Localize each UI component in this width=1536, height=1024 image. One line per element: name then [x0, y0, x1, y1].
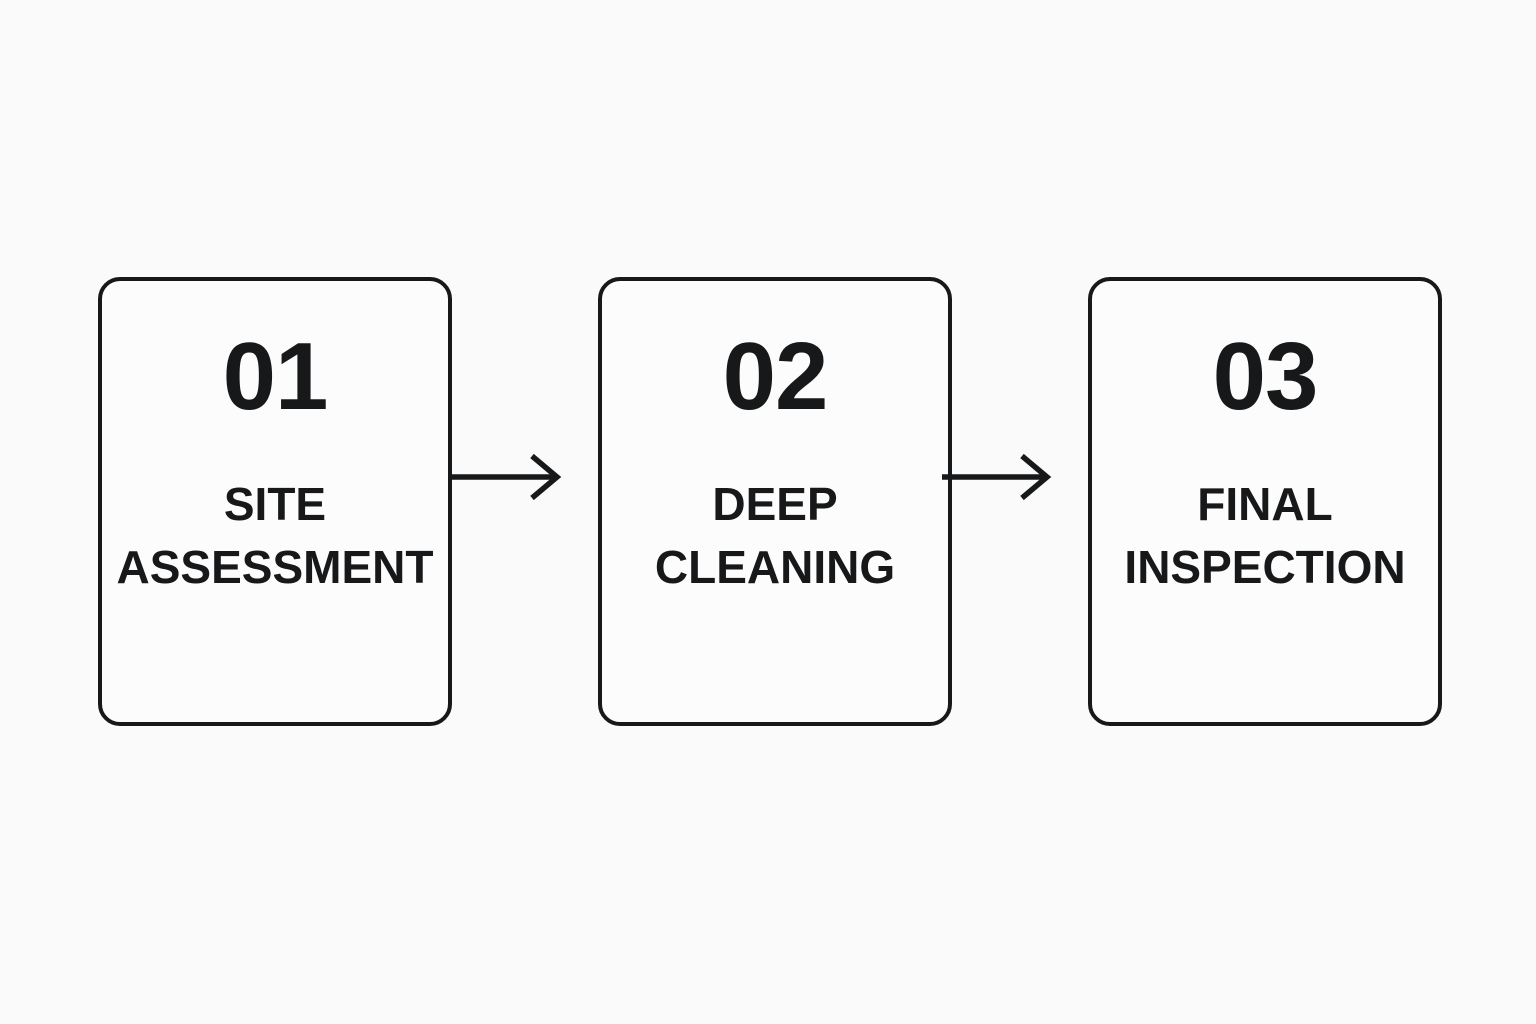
connector-01-to-02 [449, 450, 569, 504]
step-label-03-line-2: INSPECTION [1124, 541, 1406, 593]
step-label-01-line-2: ASSESSMENT [116, 541, 434, 593]
step-label-03: FINAL INSPECTION [1055, 473, 1475, 599]
step-card-02[interactable]: 02 DEEP CLEANING [598, 277, 952, 726]
step-number-03: 03 [1212, 323, 1319, 430]
arrow-right-icon [452, 453, 562, 501]
step-number-01: 01 [222, 323, 329, 430]
step-label-02: DEEP CLEANING [565, 473, 985, 599]
process-flow-row: 01 SITE ASSESSMENT 02 DEEP CLEANING [0, 277, 1536, 726]
step-label-02-line-1: DEEP [712, 478, 838, 530]
step-card-01[interactable]: 01 SITE ASSESSMENT [98, 277, 452, 726]
arrow-right-icon [942, 453, 1052, 501]
step-label-02-line-2: CLEANING [654, 541, 896, 593]
step-number-02: 02 [722, 323, 829, 430]
step-label-01-line-1: SITE [223, 478, 327, 530]
step-card-03[interactable]: 03 FINAL INSPECTION [1088, 277, 1442, 726]
step-label-03-line-1: FINAL [1197, 478, 1333, 530]
step-label-01: SITE ASSESSMENT [65, 473, 485, 599]
connector-02-to-03 [939, 450, 1059, 504]
